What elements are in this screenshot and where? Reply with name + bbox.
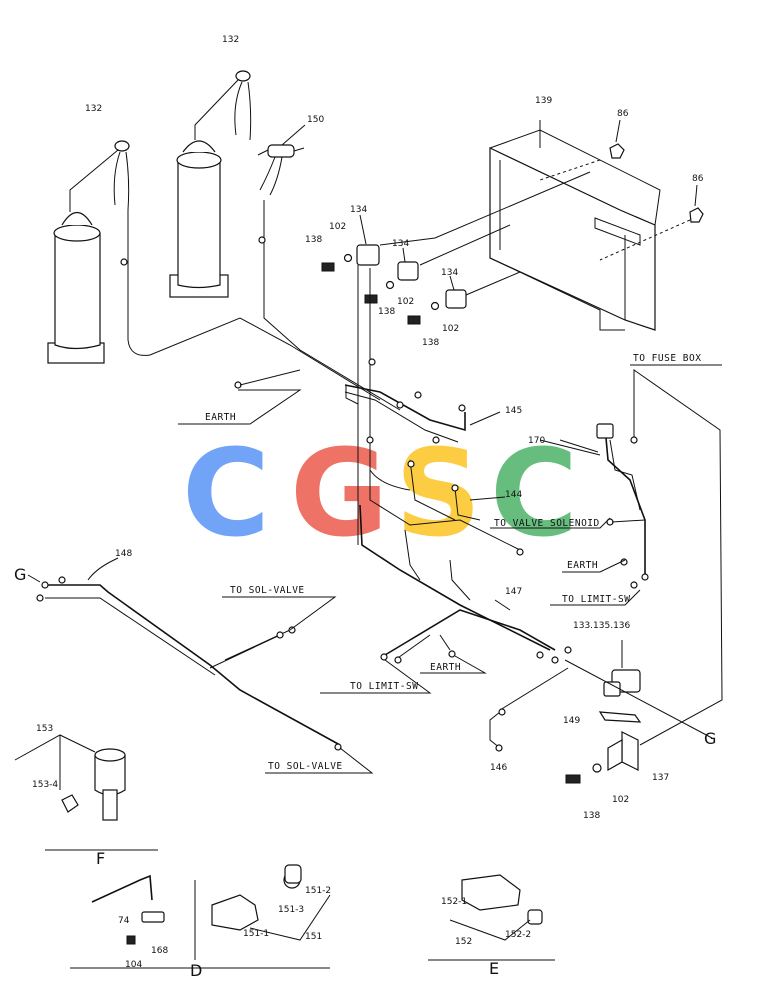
part-label-149: 149 — [563, 716, 580, 726]
part-label-132: 132 — [85, 104, 102, 114]
part-label-151-2: 151-2 — [305, 886, 331, 896]
watermark-letter-c1: C — [182, 425, 270, 564]
part-label-145: 145 — [505, 406, 522, 416]
part-label-139: 139 — [535, 96, 552, 106]
part-label-134: 134 — [441, 268, 458, 278]
part-label-151-1: 151-1 — [243, 929, 269, 939]
cylinder-left — [47, 140, 130, 364]
part-label-147: 147 — [505, 587, 522, 597]
callout-to-limit-sw: TO LIMIT-SW — [562, 594, 630, 605]
watermark-letter-s: S — [395, 425, 481, 564]
part-label-170: 170 — [528, 436, 545, 446]
section-letter-d: D — [190, 961, 202, 980]
part-label-137: 137 — [652, 773, 669, 783]
part-label-151: 151 — [305, 932, 322, 942]
part-label-152: 152 — [455, 937, 472, 947]
part-label-102: 102 — [442, 324, 459, 334]
part-label-134: 134 — [350, 205, 367, 215]
harness-145 — [234, 358, 501, 444]
part-label-86: 86 — [617, 109, 629, 119]
part-label-102: 102 — [612, 795, 629, 805]
callout-earth: EARTH — [567, 560, 598, 571]
callout-to-sol-valve: TO SOL-VALVE — [268, 761, 343, 772]
cylinder-lead-right — [263, 200, 401, 411]
callout-lines — [178, 364, 722, 774]
part-label-168: 168 — [151, 946, 168, 956]
watermark-letter-c2: C — [490, 425, 578, 564]
section-letter-g: G — [14, 565, 26, 584]
harness-148 — [27, 557, 342, 751]
cylinder-lead-left — [127, 210, 381, 401]
connector-150 — [257, 124, 306, 196]
section-letter-f: F — [96, 849, 105, 868]
callout-to-limit-sw: TO LIMIT-SW — [350, 681, 418, 692]
part-label-144: 144 — [505, 490, 522, 500]
part-label-152-2: 152-2 — [505, 930, 531, 940]
watermark-letter-g: G — [290, 425, 389, 564]
part-label-74: 74 — [118, 916, 130, 926]
section-e-fitting-152 — [428, 874, 555, 961]
part-label-151-3: 151-3 — [278, 905, 304, 915]
cylinder-right — [169, 70, 252, 298]
callout-to-fuse-box: TO FUSE BOX — [633, 353, 701, 364]
part-label-138: 138 — [305, 235, 322, 245]
switch-assembly-133 — [489, 640, 713, 784]
part-label-153-4: 153-4 — [32, 780, 58, 790]
part-label-132: 132 — [222, 35, 239, 45]
section-letter-e: E — [489, 959, 499, 978]
part-label-148: 148 — [115, 549, 132, 559]
part-label-150: 150 — [307, 115, 324, 125]
watermark: C G S C — [182, 425, 578, 564]
part-label-134: 134 — [392, 239, 409, 249]
part-label-86: 86 — [692, 174, 704, 184]
part-label-138: 138 — [378, 307, 395, 317]
part-label-104: 104 — [125, 960, 142, 970]
fuse-harness-170 — [539, 369, 723, 746]
callout-earth: EARTH — [430, 662, 461, 673]
part-label-102: 102 — [329, 222, 346, 232]
part-label-153: 153 — [36, 724, 53, 734]
callout-to-valve-solenoid: TO VALVE SOLENOID — [494, 518, 600, 529]
part-label-133-135-136: 133.135.136 — [573, 621, 631, 631]
section-f-fitting-153 — [14, 734, 158, 851]
section-d-parts — [70, 864, 331, 969]
part-label-146: 146 — [490, 763, 507, 773]
relay-group-134 — [321, 171, 591, 325]
part-label-102: 102 — [397, 297, 414, 307]
mounting-box-139 — [489, 119, 704, 331]
callout-to-sol-valve: TO SOL-VALVE — [230, 585, 305, 596]
harness-147 — [380, 599, 572, 664]
part-label-138: 138 — [422, 338, 439, 348]
part-label-152-1: 152-1 — [441, 897, 467, 907]
section-letter-g: G — [704, 729, 716, 748]
part-label-138: 138 — [583, 811, 600, 821]
callout-earth: EARTH — [205, 412, 236, 423]
